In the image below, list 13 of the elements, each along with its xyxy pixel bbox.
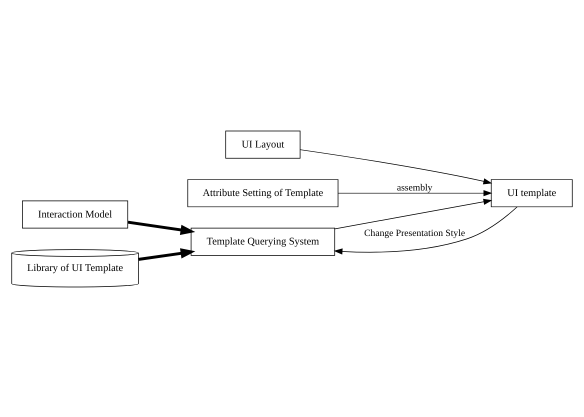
arrow bbox=[128, 220, 196, 234]
node-box: Attribute Setting of Template bbox=[187, 178, 338, 207]
node-box: UI template bbox=[490, 178, 573, 207]
arrow bbox=[300, 148, 492, 184]
arrow bbox=[138, 248, 196, 260]
arrow bbox=[338, 190, 492, 196]
node-box: UI Layout bbox=[225, 130, 300, 158]
edge-label: assembly bbox=[396, 182, 432, 194]
arrow bbox=[334, 198, 492, 229]
arrow bbox=[334, 206, 518, 254]
node-box: Interaction Model bbox=[22, 200, 128, 228]
edge-label: Change Presentation Style bbox=[364, 228, 466, 239]
node-box: Template Querying System bbox=[190, 227, 336, 256]
